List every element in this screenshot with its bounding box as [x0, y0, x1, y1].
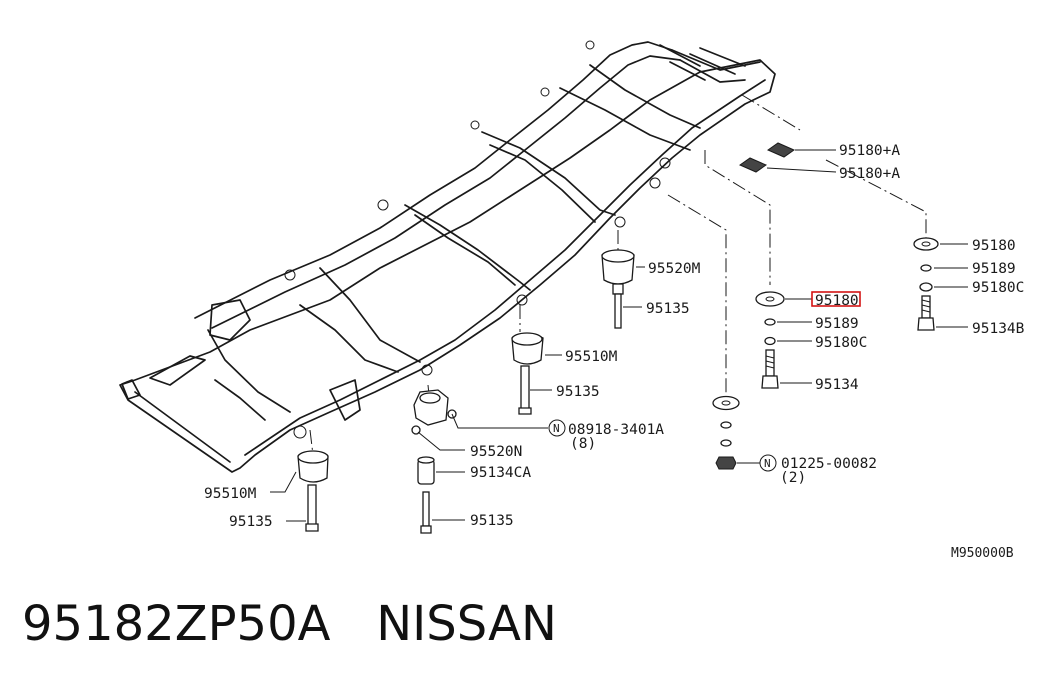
body-mount-insulator-icon — [297, 450, 329, 532]
label-bolt-mid: 95134 — [815, 377, 859, 393]
label-bolt-ca: 95135 — [470, 513, 514, 529]
label-pad-a-bottom: 95180+A — [839, 166, 900, 182]
center-lines — [309, 94, 927, 456]
label-mount-510m-mid: 95510M — [565, 349, 618, 365]
chassis-frame — [119, 40, 776, 473]
label-bolt-b-right: 95134B — [972, 321, 1025, 337]
label-pad-a-top: 95180+A — [839, 143, 900, 159]
body-mount-insulator-icon — [511, 332, 544, 415]
brand-name: NISSAN — [376, 596, 557, 652]
highlight-box — [811, 291, 861, 307]
label-washer-c-right: 95180C — [972, 280, 1024, 296]
right-fastener-stack — [913, 237, 939, 331]
label-lockwasher-mid: 95189 — [815, 316, 859, 332]
leader-lines — [270, 149, 968, 522]
label-bolt-510m-left: 95135 — [229, 514, 273, 530]
label-lockwasher-right: 95189 — [972, 261, 1016, 277]
label-mount-520n: 95520N — [470, 444, 522, 460]
middle-fastener-stack — [755, 291, 785, 389]
label-bolt-510m-mid: 95135 — [556, 384, 600, 400]
label-washer-highlighted[interactable]: 95180 — [815, 293, 859, 309]
part-number-caption: 95182ZP50A NISSAN — [22, 596, 557, 652]
label-nut-qty: (8) — [570, 436, 596, 452]
label-bolt-520m: 95135 — [646, 301, 690, 317]
body-mount-insulator-icon — [601, 249, 635, 329]
label-nut-ref: 08918-3401A — [568, 422, 664, 438]
lower-fastener-stack — [712, 395, 740, 470]
body-mount-bracket-icon — [411, 389, 457, 435]
diagram-code: M950000B — [951, 546, 1014, 561]
label-mount-520m: 95520M — [648, 261, 701, 277]
label-nut-ref-2: 01225-00082 — [781, 456, 877, 472]
rubber-pad-icon — [738, 142, 796, 173]
part-number: 95182ZP50A — [22, 596, 331, 652]
nut-marker-icon: N N — [548, 419, 777, 472]
label-washer-c-mid: 95180C — [815, 335, 867, 351]
label-nut-qty-2: (2) — [780, 470, 806, 486]
label-spacer-ca: 95134CA — [470, 465, 531, 481]
spacer-icon — [417, 456, 435, 534]
label-mount-510m-left: 95510M — [204, 486, 257, 502]
svg-text:N: N — [553, 422, 560, 435]
label-washer-right: 95180 — [972, 238, 1016, 254]
svg-text:N: N — [764, 457, 771, 470]
